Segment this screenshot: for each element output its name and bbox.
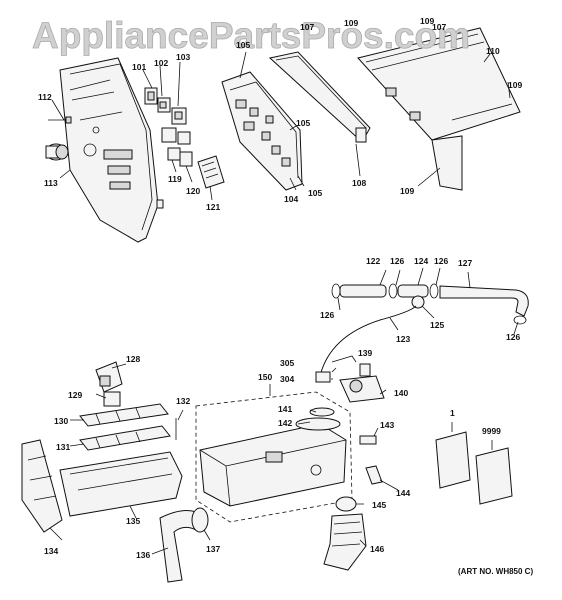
dispenser-housing[interactable] xyxy=(199,423,347,507)
drawer-135[interactable] xyxy=(59,451,183,517)
callout-105-c: 105 xyxy=(308,188,322,198)
callout-125: 125 xyxy=(430,320,444,330)
switch-121[interactable] xyxy=(197,155,225,189)
float-141[interactable] xyxy=(309,407,335,417)
fitting-304[interactable] xyxy=(315,371,331,383)
callout-146: 146 xyxy=(370,544,384,554)
callout-107-a: 107 xyxy=(300,22,314,32)
callout-9999: 9999 xyxy=(482,426,501,436)
callout-139: 139 xyxy=(358,348,372,358)
callout-107-b: 107 xyxy=(432,22,446,32)
cap-129[interactable] xyxy=(103,391,121,407)
callout-144: 144 xyxy=(396,488,410,498)
manual-9999[interactable] xyxy=(475,447,513,505)
callout-110: 110 xyxy=(486,46,500,56)
callouts: 112 113 101 102 103 119 120 121 105 105 … xyxy=(38,16,522,560)
callout-126-b: 126 xyxy=(390,256,404,266)
switch-102[interactable] xyxy=(157,97,171,113)
hose-123[interactable] xyxy=(319,305,417,377)
callout-142: 142 xyxy=(278,418,292,428)
callout-104: 104 xyxy=(284,194,298,204)
callout-141: 141 xyxy=(278,404,292,414)
callout-109-d: 109 xyxy=(400,186,414,196)
control-board[interactable] xyxy=(221,71,303,191)
art-number: (ART NO. WH850 C) xyxy=(458,567,533,576)
hose-124[interactable] xyxy=(397,284,429,298)
callout-304: 304 xyxy=(280,374,294,384)
grille-131[interactable] xyxy=(79,425,171,451)
callout-102: 102 xyxy=(154,58,168,68)
callout-130: 130 xyxy=(54,416,68,426)
control-panel[interactable] xyxy=(59,57,164,243)
callout-131: 131 xyxy=(56,442,70,452)
clamp-137[interactable] xyxy=(191,507,209,533)
leader-lines xyxy=(49,51,519,555)
manual-1[interactable] xyxy=(435,431,471,489)
callout-124: 124 xyxy=(414,256,428,266)
callout-136: 136 xyxy=(136,550,150,560)
callout-109-a: 109 xyxy=(344,18,358,28)
callout-126-a: 126 xyxy=(320,310,334,320)
screw-112[interactable] xyxy=(48,116,72,124)
callout-132: 132 xyxy=(176,396,190,406)
callout-137: 137 xyxy=(206,544,220,554)
hose-122[interactable] xyxy=(339,284,387,298)
bellows-146[interactable] xyxy=(323,513,367,571)
callout-108: 108 xyxy=(352,178,366,188)
callout-143: 143 xyxy=(380,420,394,430)
top-cover[interactable] xyxy=(357,27,521,191)
callout-145: 145 xyxy=(372,500,386,510)
callout-121: 121 xyxy=(206,202,220,212)
callout-101: 101 xyxy=(132,62,146,72)
callout-109-b: 109 xyxy=(420,16,434,26)
callout-123: 123 xyxy=(396,334,410,344)
callout-134: 134 xyxy=(44,546,58,556)
callout-305: 305 xyxy=(280,358,294,368)
switch-101[interactable] xyxy=(144,87,158,105)
callout-126-c: 126 xyxy=(434,256,448,266)
callout-128: 128 xyxy=(126,354,140,364)
callout-1: 1 xyxy=(450,408,455,418)
valve-140[interactable] xyxy=(339,363,385,403)
tee-125[interactable] xyxy=(411,295,425,309)
callout-126-d: 126 xyxy=(506,332,520,342)
grille-130[interactable] xyxy=(79,403,169,427)
callout-120: 120 xyxy=(186,186,200,196)
callout-109-c: 109 xyxy=(508,80,522,90)
callout-122: 122 xyxy=(366,256,380,266)
plate-142[interactable] xyxy=(295,417,341,431)
callout-105-a: 105 xyxy=(236,40,250,50)
callout-127: 127 xyxy=(458,258,472,268)
callout-103: 103 xyxy=(176,52,190,62)
callout-112: 112 xyxy=(38,92,52,102)
callout-135: 135 xyxy=(126,516,140,526)
knob[interactable] xyxy=(45,143,69,161)
siphon-128[interactable] xyxy=(95,361,123,393)
bracket-139[interactable] xyxy=(331,355,357,363)
watermark: AppliancePartsPros.com xyxy=(32,15,470,56)
nozzle-143[interactable] xyxy=(359,435,377,445)
callout-150: 150 xyxy=(258,372,272,382)
callout-129: 129 xyxy=(68,390,82,400)
hose-127[interactable] xyxy=(439,285,529,317)
callout-119: 119 xyxy=(168,174,182,184)
switch-cluster[interactable] xyxy=(161,127,193,167)
switch-103[interactable] xyxy=(171,107,187,125)
clip-144[interactable] xyxy=(365,465,383,485)
clamps-126[interactable] xyxy=(331,283,527,325)
drawer-front-134[interactable] xyxy=(21,439,63,533)
bracket-108[interactable] xyxy=(268,51,371,143)
callout-113: 113 xyxy=(44,178,58,188)
callout-140: 140 xyxy=(394,388,408,398)
gasket-145[interactable] xyxy=(335,496,357,512)
callout-105-b: 105 xyxy=(296,118,310,128)
